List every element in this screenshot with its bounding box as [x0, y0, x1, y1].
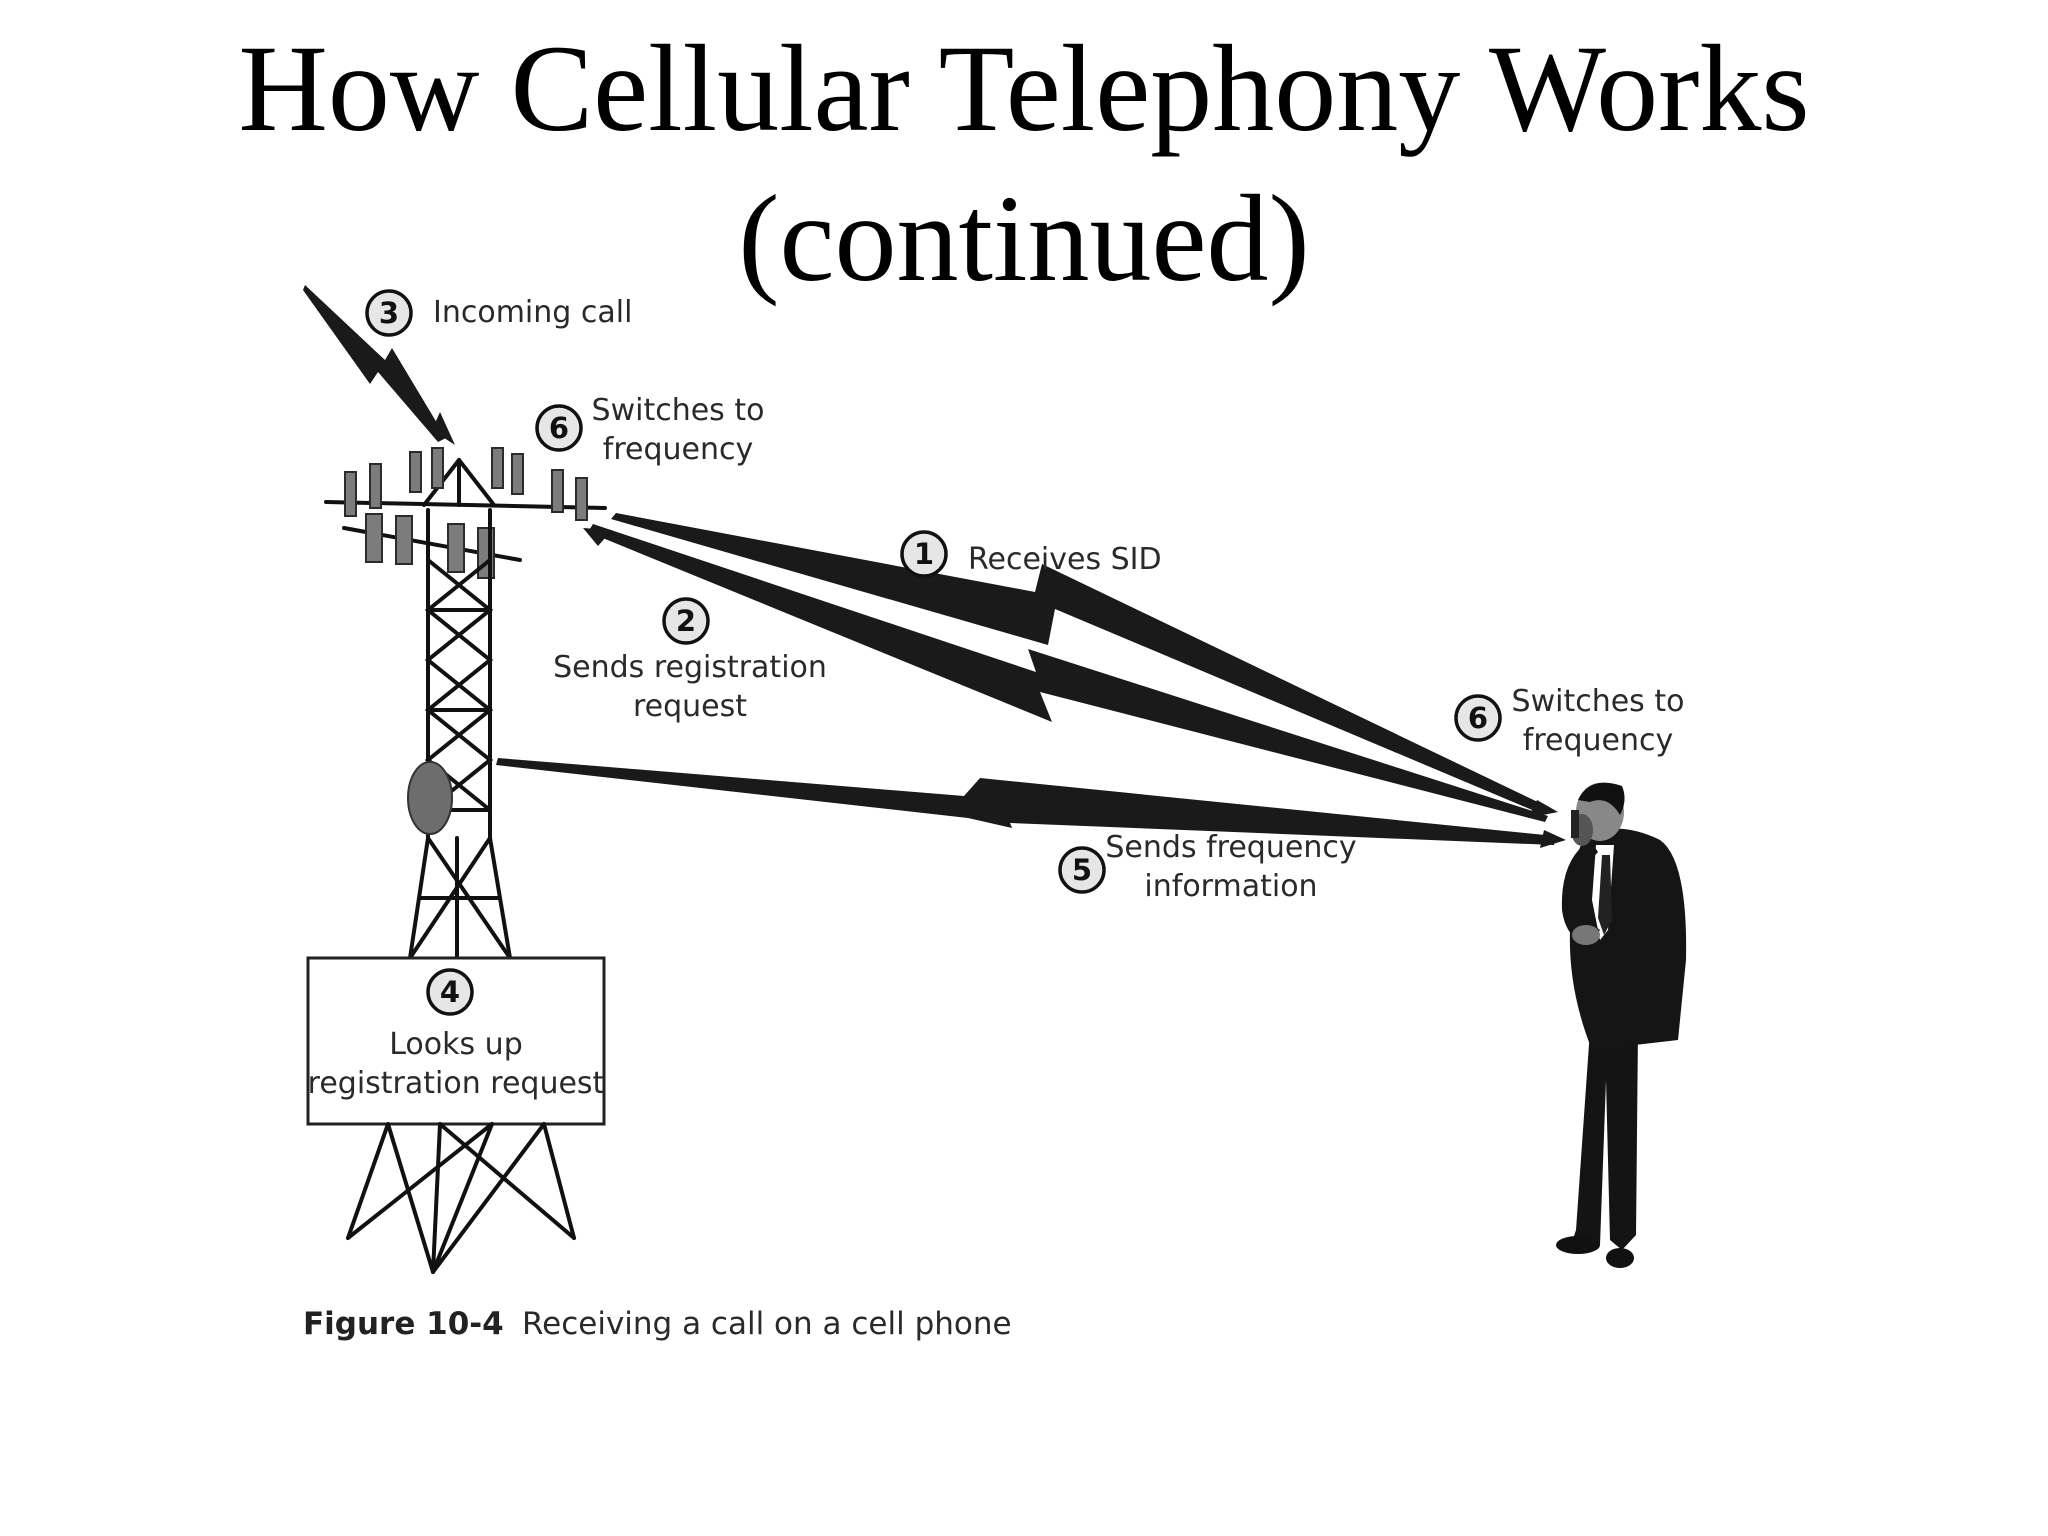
antenna-panel	[551, 469, 564, 513]
antenna-panel	[431, 447, 444, 489]
antenna-panel	[344, 471, 357, 517]
figure-number: Figure 10-4	[303, 1306, 504, 1342]
antenna-panel	[409, 451, 422, 493]
slide-title-line2: (continued)	[738, 170, 1310, 307]
step-marker	[900, 530, 948, 578]
step-label: Receives SID	[968, 542, 1162, 577]
step-marker	[535, 404, 583, 452]
step-marker	[426, 968, 474, 1016]
step-label: Switches to	[592, 393, 765, 428]
step-6-tower-switches: 6 Switches to frequency	[535, 393, 765, 467]
step-number: 2	[676, 604, 696, 638]
step-marker	[1058, 846, 1106, 894]
step-number: 1	[914, 537, 934, 571]
step-6-phone-switches: 6 Switches to frequency	[1454, 684, 1685, 758]
step-marker	[662, 597, 710, 645]
slide-title-line1: How Cellular Telephony Works	[238, 20, 1810, 157]
step-number: 5	[1072, 853, 1092, 887]
antenna-panel	[395, 515, 413, 565]
step-5-sends-frequency: 5 Sends frequency information	[1058, 830, 1357, 904]
figure-caption-text: Receiving a call on a cell phone	[522, 1306, 1012, 1342]
step-marker	[365, 289, 413, 337]
step-3-incoming-call: 3 Incoming call	[365, 289, 632, 337]
step-label: Incoming call	[433, 295, 632, 330]
antenna-panel	[511, 453, 524, 495]
step-label: Switches to	[1512, 684, 1685, 719]
antenna-panel	[365, 513, 383, 563]
step-label: Sends frequency	[1105, 830, 1356, 865]
incoming-call-bolt	[303, 285, 455, 445]
cell-tower-icon	[306, 447, 607, 1274]
antenna-panel	[447, 523, 465, 573]
antenna-panel	[491, 447, 504, 489]
step-number: 3	[379, 296, 399, 330]
step-label-line2: frequency	[1523, 723, 1673, 758]
antenna-panel	[575, 477, 588, 521]
antenna-panel	[369, 463, 382, 509]
figure-caption: Figure 10-4 Receiving a call on a cell p…	[303, 1306, 1012, 1342]
step-label-line2: registration request	[308, 1066, 605, 1101]
step-label-line2: information	[1144, 869, 1317, 904]
businessman-on-phone-icon	[1556, 782, 1687, 1268]
step-marker	[1454, 694, 1502, 742]
step-number: 6	[549, 411, 569, 445]
step-label: Looks up	[389, 1027, 523, 1062]
dish-antenna	[407, 761, 453, 835]
step-label-line2: frequency	[603, 432, 753, 467]
lightning-signal-icon	[496, 513, 1566, 848]
step-number: 4	[440, 975, 460, 1009]
step-1-receives-sid: 1 Receives SID	[900, 530, 1162, 578]
step-label: Sends registration	[553, 650, 827, 685]
slide-title: How Cellular Telephony Works (continued)	[0, 14, 2048, 314]
step-label-line2: request	[633, 689, 747, 724]
step-4-looks-up: 4 Looks up registration request	[308, 968, 605, 1101]
step-number: 6	[1468, 701, 1488, 735]
step-2-sends-registration: 2 Sends registration request	[553, 597, 827, 724]
